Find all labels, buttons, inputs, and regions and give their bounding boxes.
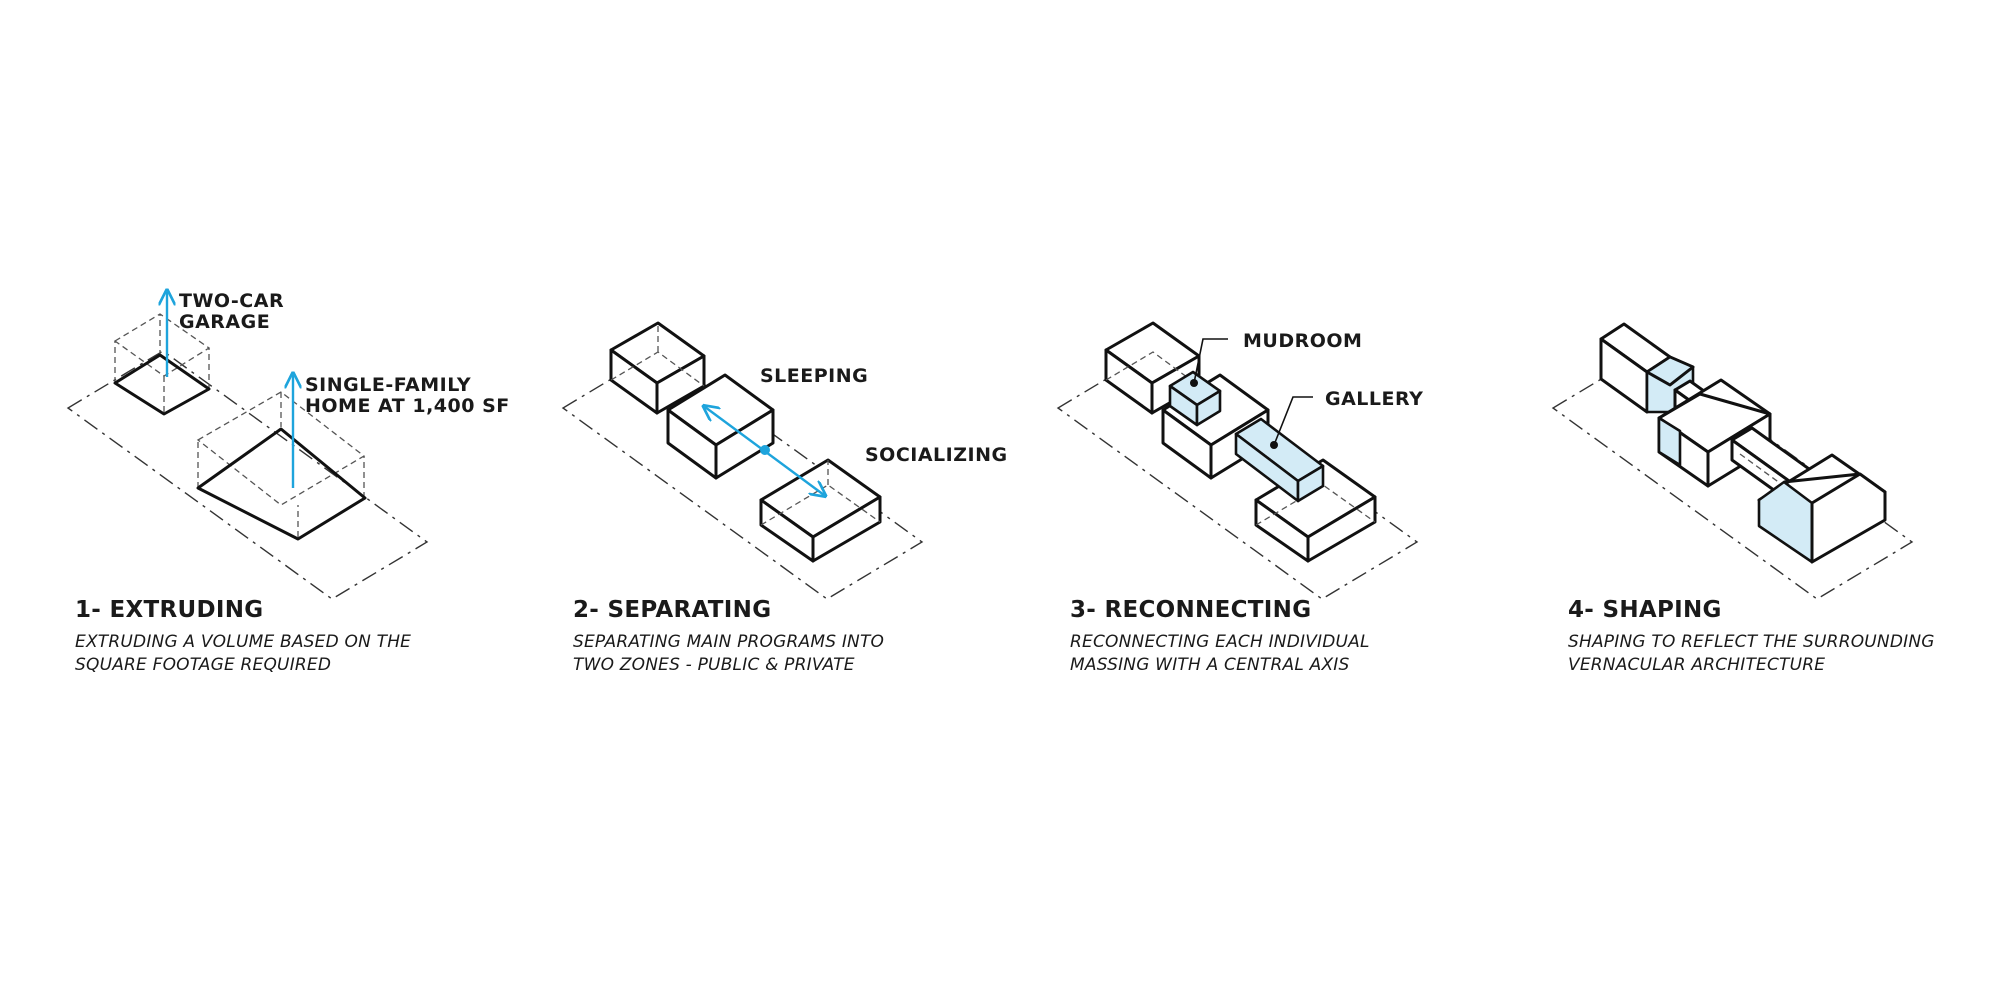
- panel-extruding: [66, 292, 429, 600]
- step-description: SEPARATING MAIN PROGRAMS INTO TWO ZONES …: [573, 631, 993, 677]
- box-socializing: [759, 458, 882, 563]
- gallery-label: GALLERY: [1325, 388, 1424, 410]
- panel-shaping: [1551, 322, 1914, 600]
- garage-label: TWO-CAR GARAGE: [179, 291, 284, 333]
- step-desc-line2: MASSING WITH A CENTRAL AXIS: [1070, 655, 1350, 675]
- home-label: SINGLE-FAMILY HOME AT 1,400 SF: [305, 375, 510, 417]
- step-4: 4- SHAPING SHAPING TO REFLECT THE SURROU…: [1568, 597, 1988, 677]
- step-desc-line1: SHAPING TO REFLECT THE SURROUNDING: [1568, 632, 1935, 652]
- separation-midpoint: [760, 445, 770, 455]
- box-socializing: [1254, 458, 1377, 563]
- gallery-leader: [1273, 396, 1313, 446]
- home-label-line1: SINGLE-FAMILY: [305, 374, 472, 396]
- mudroom-label: MUDROOM: [1243, 330, 1363, 352]
- garage-footprint: [113, 353, 211, 416]
- mudroom-leader: [1193, 338, 1228, 384]
- socializing-label: SOCIALIZING: [865, 444, 1008, 466]
- home-volume-outline: [196, 391, 366, 537]
- home-label-line2: HOME AT 1,400 SF: [305, 395, 510, 417]
- mudroom-volume: [1168, 370, 1222, 427]
- garage-label-line1: TWO-CAR: [179, 290, 285, 312]
- step-desc-line2: VERNACULAR ARCHITECTURE: [1568, 655, 1826, 675]
- gallery-volume: [1234, 417, 1325, 503]
- step-description: SHAPING TO REFLECT THE SURROUNDING VERNA…: [1568, 631, 1988, 677]
- step-description: EXTRUDING A VOLUME BASED ON THE SQUARE F…: [75, 631, 495, 677]
- garage-label-line2: GARAGE: [179, 311, 271, 333]
- step-description: RECONNECTING EACH INDIVIDUAL MASSING WIT…: [1070, 631, 1490, 677]
- step-2: 2- SEPARATING SEPARATING MAIN PROGRAMS I…: [573, 597, 993, 677]
- step-desc-line1: EXTRUDING A VOLUME BASED ON THE: [75, 632, 412, 652]
- box-small: [609, 321, 706, 415]
- sleeping-label: SLEEPING: [760, 365, 869, 387]
- step-title: 2- SEPARATING: [573, 597, 772, 623]
- panel-separating: [561, 321, 924, 600]
- site-boundary: [66, 350, 429, 600]
- step-desc-line1: SEPARATING MAIN PROGRAMS INTO: [573, 632, 885, 652]
- home-footprint: [196, 427, 367, 541]
- step-title: 4- SHAPING: [1568, 597, 1722, 623]
- house-large: [1757, 453, 1887, 564]
- step-title: 1- EXTRUDING: [75, 597, 264, 623]
- step-desc-line2: TWO ZONES - PUBLIC & PRIVATE: [573, 655, 855, 675]
- step-1: 1- EXTRUDING EXTRUDING A VOLUME BASED ON…: [75, 597, 495, 677]
- panel-reconnecting: [1056, 321, 1419, 600]
- step-desc-line2: SQUARE FOOTAGE REQUIRED: [75, 655, 332, 675]
- step-desc-line1: RECONNECTING EACH INDIVIDUAL: [1070, 632, 1370, 652]
- step-3: 3- RECONNECTING RECONNECTING EACH INDIVI…: [1070, 597, 1490, 677]
- step-title: 3- RECONNECTING: [1070, 597, 1312, 623]
